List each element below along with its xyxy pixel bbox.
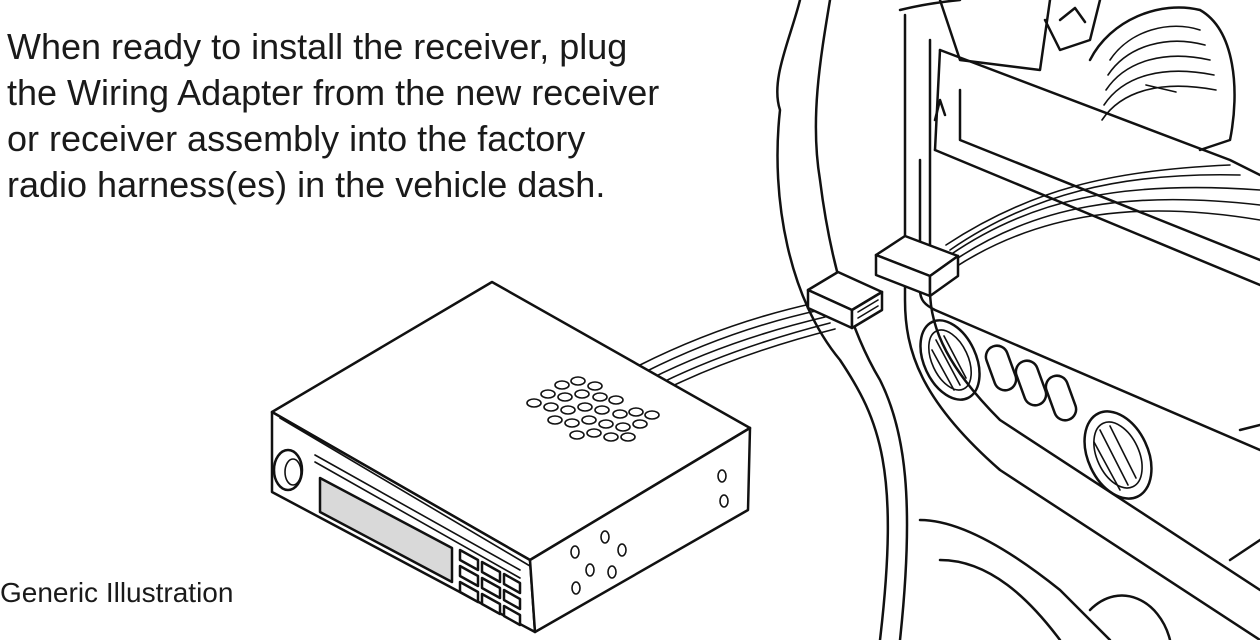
receiver-unit [270,280,752,634]
factory-harness-wires [945,164,1260,269]
instruction-line-3: or receiver assembly into the factory [7,118,586,159]
factory-harness-connector [874,234,960,298]
figure-caption: Generic Illustration [0,577,234,608]
instruction-text: When ready to install the receiver, plug… [7,24,767,208]
adapter-wires [639,302,836,393]
instruction-line-2: the Wiring Adapter from the new receiver [7,72,660,113]
instruction-line-1: When ready to install the receiver, plug [7,26,628,67]
wiring-adapter-connector [806,270,884,330]
vent-holes [526,376,660,442]
instruction-line-4: radio harness(es) in the vehicle dash. [7,164,606,205]
